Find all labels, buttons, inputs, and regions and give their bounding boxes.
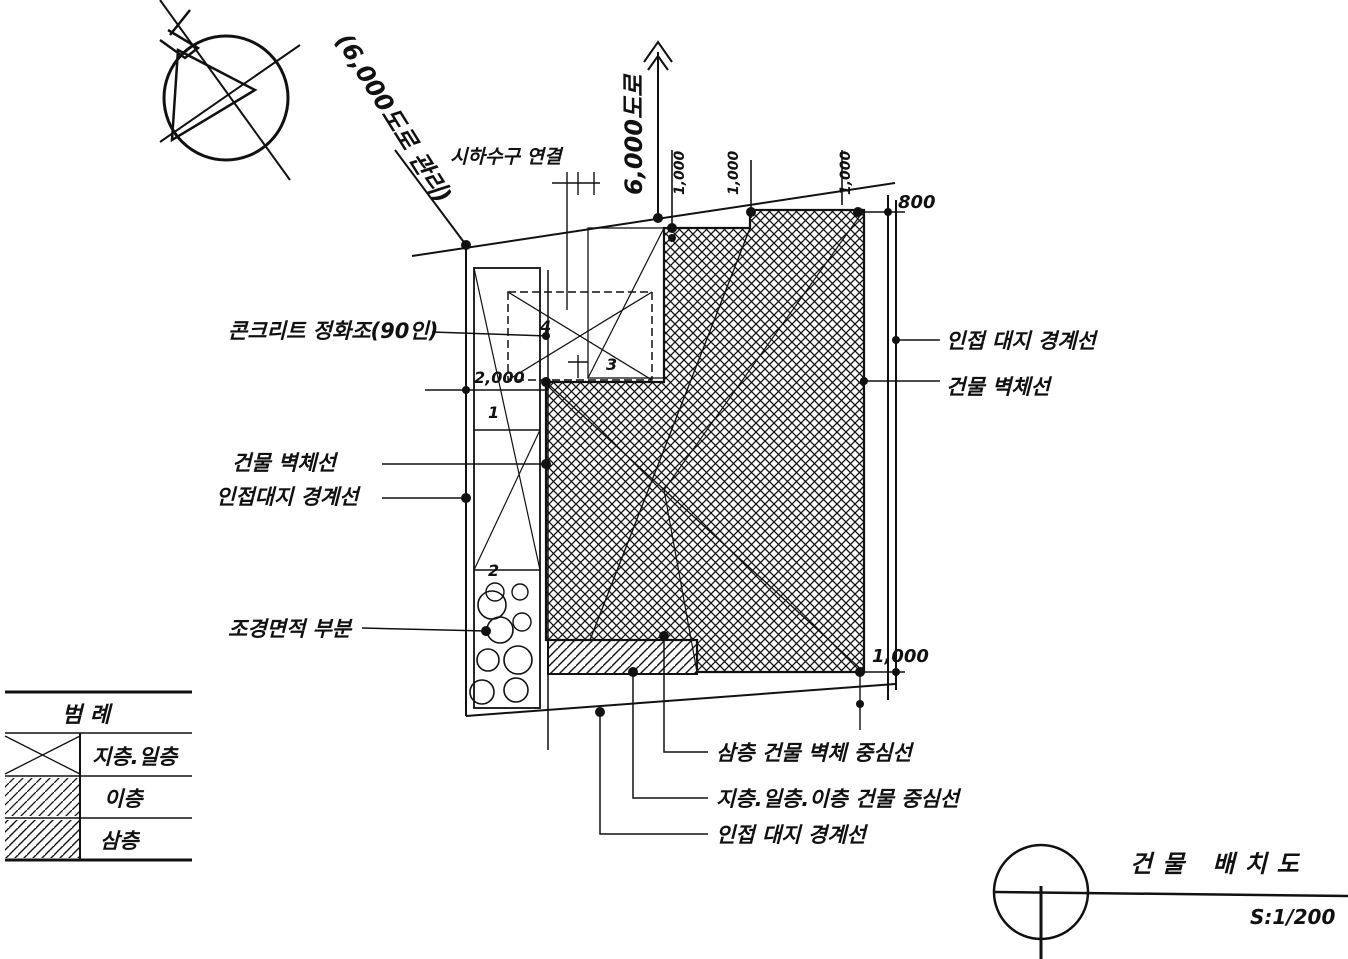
ground-floor-area bbox=[507, 227, 665, 381]
second-floor-area bbox=[547, 639, 698, 675]
sewer-label: 시하수구 연결 bbox=[450, 146, 564, 168]
dim-1000-bottom: 1,000 bbox=[872, 646, 929, 667]
road-arrow-icon bbox=[643, 40, 673, 218]
legend-swatch-crosshatch bbox=[5, 820, 80, 858]
legend-row-label-1: 지층.일층 bbox=[92, 745, 179, 769]
label-neighbor-left: 인접대지 경계선 bbox=[216, 485, 361, 509]
label-wall-line-right: 건물 벽체선 bbox=[946, 375, 1053, 399]
dim-2000: 2,000 bbox=[474, 368, 525, 387]
dim-n3: 3 bbox=[606, 355, 617, 374]
road-top-label: 6,000도로 bbox=[620, 73, 648, 195]
north-arrow-icon bbox=[159, 0, 301, 181]
legend-title: 범 례 bbox=[62, 703, 114, 728]
dim-n4: 4 bbox=[539, 317, 551, 336]
node-dots bbox=[461, 207, 900, 717]
legend-swatch-hatch bbox=[5, 778, 80, 816]
dim-col2: 1,000 bbox=[726, 150, 742, 195]
third-floor-area bbox=[544, 208, 866, 674]
sewer-dimension bbox=[552, 172, 600, 378]
label-neighbor-right: 인접 대지 경계선 bbox=[946, 329, 1099, 353]
drawing-scale: S:1/200 bbox=[1250, 905, 1335, 929]
label-third-floor-center: 삼층 건물 벽체 중심선 bbox=[716, 741, 914, 765]
label-landscape: 조경면적 부분 bbox=[228, 617, 353, 641]
label-neighbor-bottom: 인접 대지 경계선 bbox=[716, 823, 869, 847]
title-block: 건물 배치도 S:1/200 bbox=[992, 843, 1348, 959]
dim-col3: 1,000 bbox=[838, 150, 854, 195]
label-lower-floor-center: 지층.일층.이층 건물 중심선 bbox=[716, 787, 962, 811]
landscape-trees bbox=[469, 582, 533, 705]
road-left-label: (6,000도로 관리) bbox=[330, 28, 457, 208]
drawing-title: 건물 배치도 bbox=[1130, 850, 1309, 878]
dim-800: 800 bbox=[898, 192, 936, 213]
label-concrete-tank: 콘크리트 정화조(90인) bbox=[228, 319, 438, 343]
legend-row-label-3: 삼층 bbox=[100, 829, 140, 853]
leader-lines bbox=[361, 331, 940, 835]
label-wall-line-left: 건물 벽체선 bbox=[232, 451, 339, 475]
dim-n1: 1 bbox=[488, 403, 499, 422]
legend-swatch-cross bbox=[4, 735, 81, 775]
site-boundary bbox=[394, 149, 897, 750]
legend-row-label-2: 이층 bbox=[104, 787, 144, 811]
dim-col1: 1,000 bbox=[672, 150, 688, 195]
legend: 범 례 지층.일층 이층 삼층 bbox=[4, 690, 192, 862]
dim-n2: 2 bbox=[488, 561, 499, 580]
